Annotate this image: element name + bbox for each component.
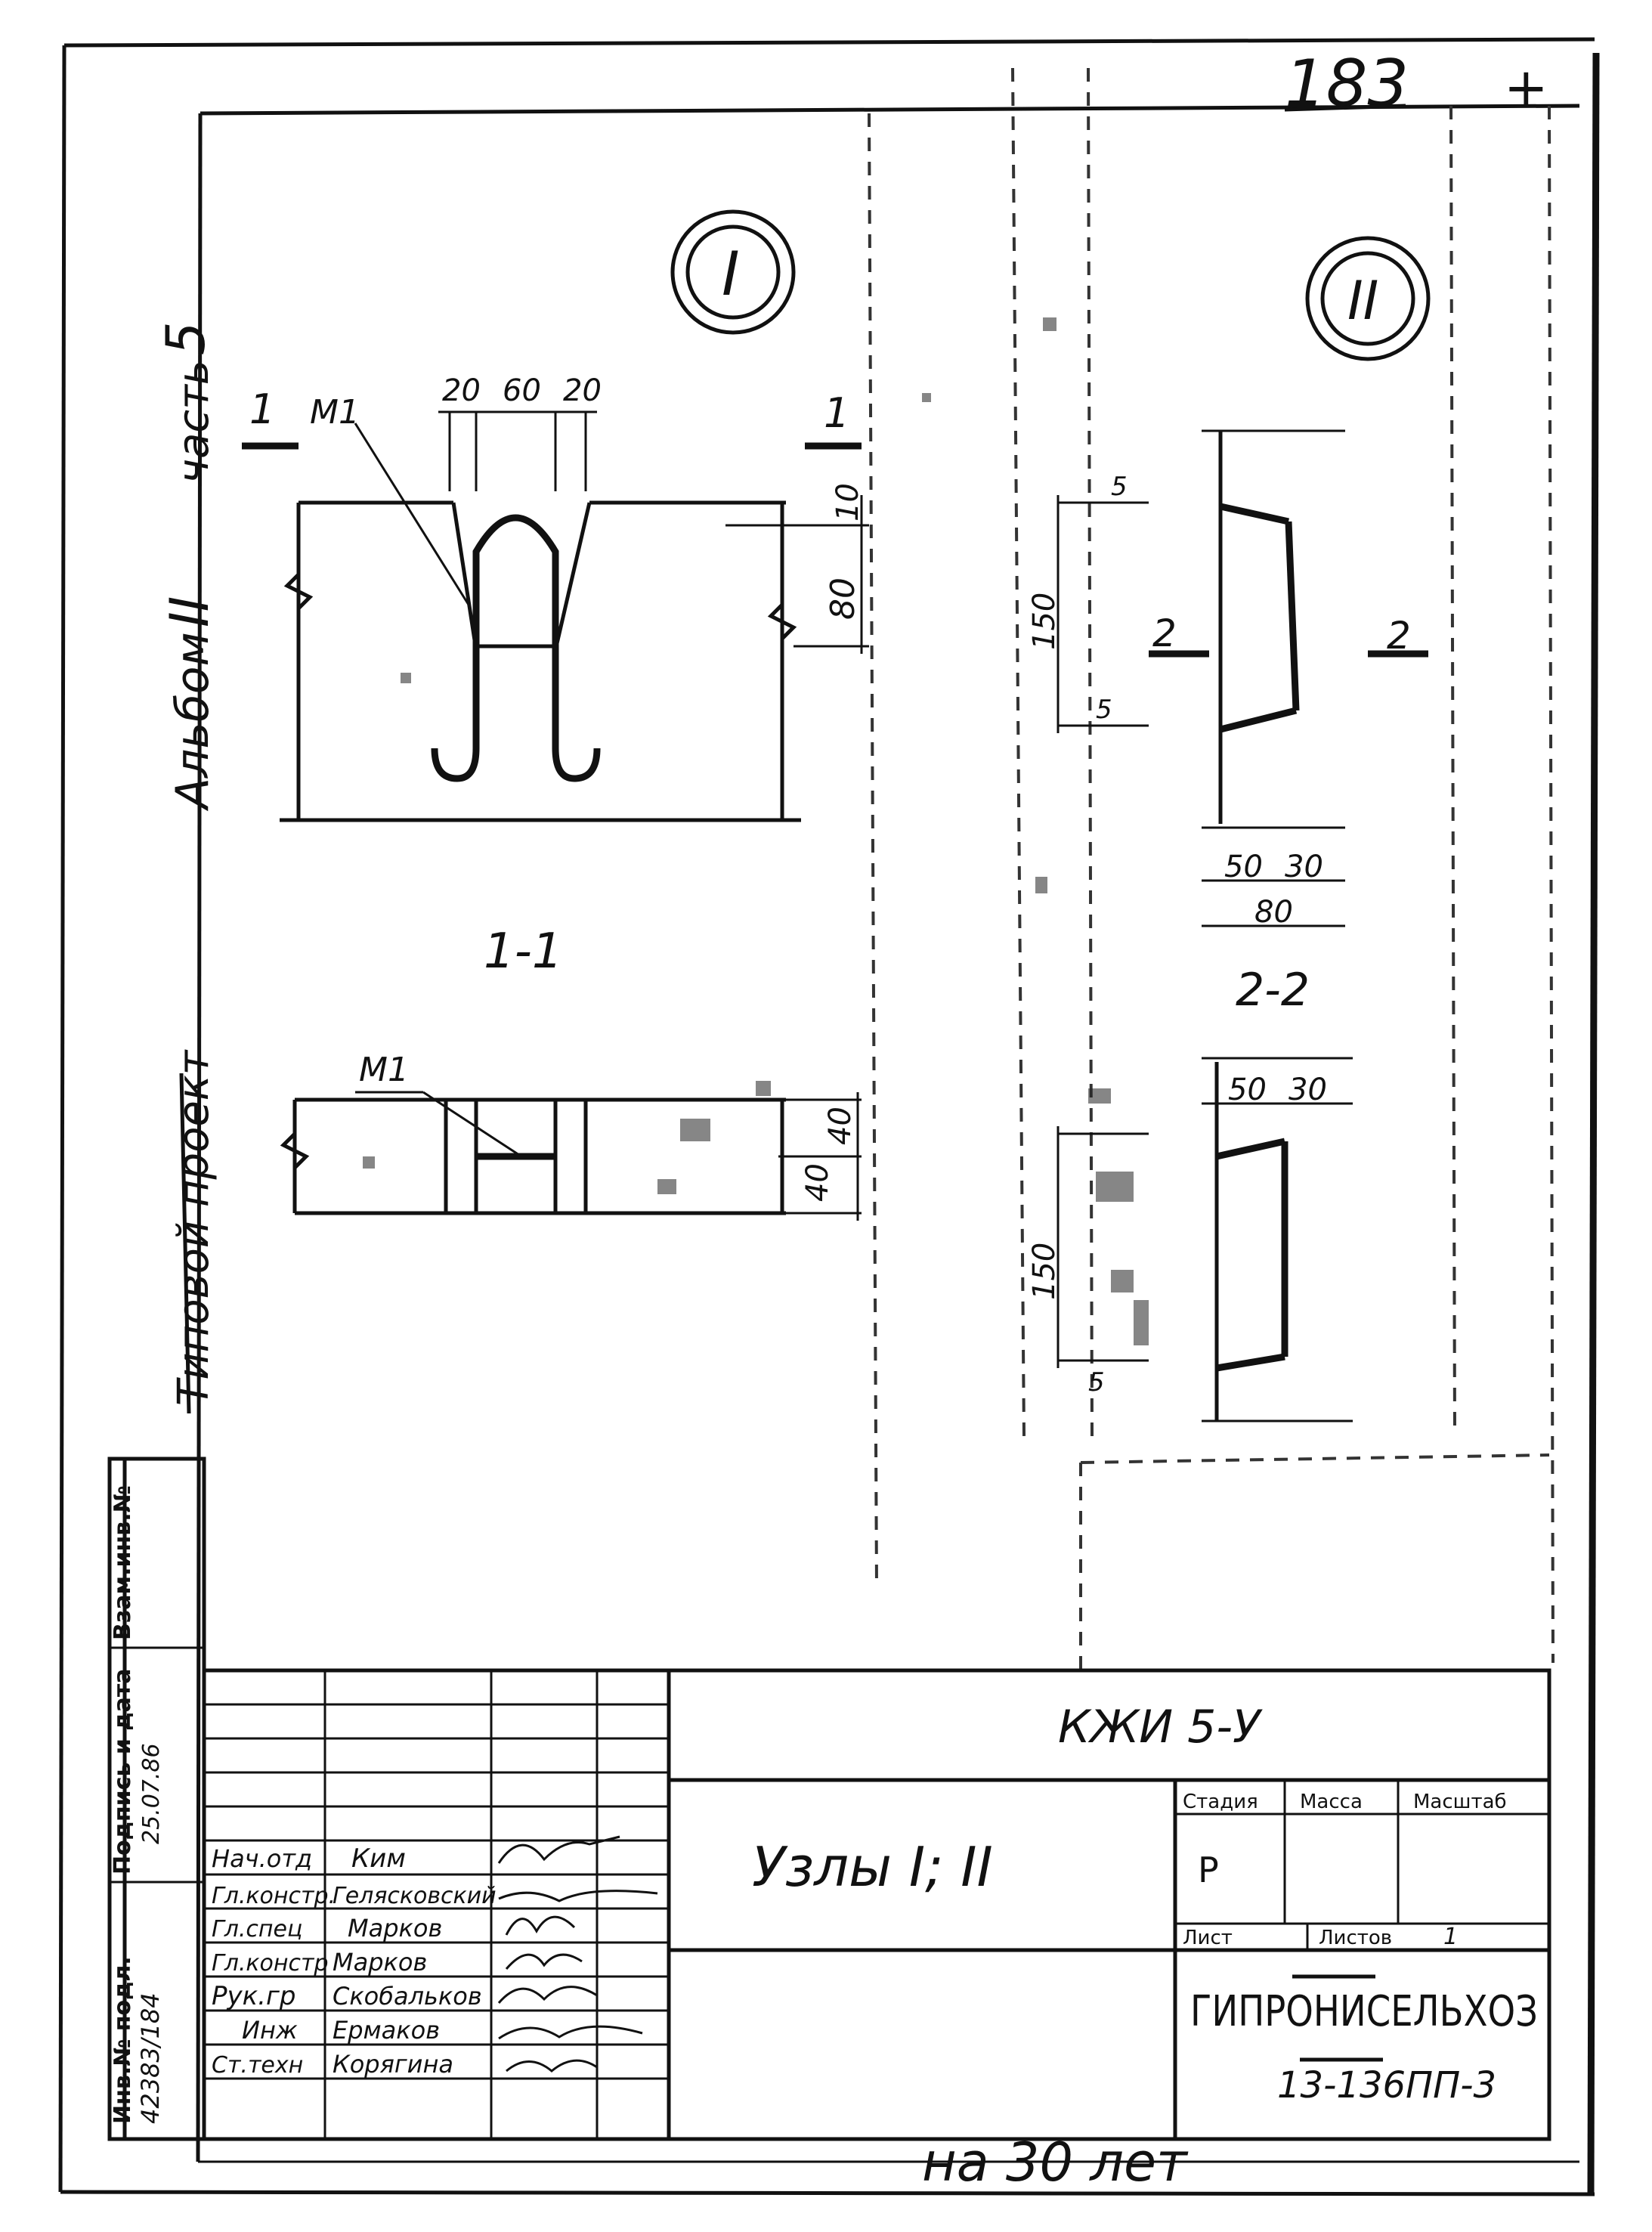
sheet-frame <box>58 37 1600 2196</box>
node-2-label: II <box>1347 270 1378 332</box>
name-4: Скобальков <box>333 1982 482 2011</box>
m1-bottom-label: M1 <box>359 1051 409 1089</box>
scale-header: Масштаб <box>1413 1791 1507 1813</box>
album-part-label: часть <box>169 360 218 484</box>
name-1: Гелясковский <box>333 1883 497 1909</box>
stage-value: Р <box>1198 1850 1219 1890</box>
section-2-2-label: 2-2 <box>1236 964 1310 1017</box>
album-number: II <box>159 596 221 627</box>
dim-top-60: 60 <box>503 373 541 408</box>
section-1-1: 1-1 M1 40 40 <box>280 924 862 1221</box>
corner-mark: + <box>1504 57 1548 119</box>
node-1-label: I <box>722 239 740 309</box>
node-1-elevation: 1 1 M1 20 60 20 10 80 <box>242 373 869 822</box>
section-1-1-label: 1-1 <box>484 924 563 980</box>
name-3: Марков <box>333 1948 427 1977</box>
dim-right-80: 80 <box>824 577 862 620</box>
dim-right-10: 10 <box>831 483 865 522</box>
stamp-inv-value: 42383/184 <box>136 1992 165 2124</box>
dim-plan-40-top: 40 <box>823 1107 858 1145</box>
dim-sec22-150: 150 <box>1027 1243 1062 1300</box>
role-2: Гл.спец <box>212 1916 302 1943</box>
album-part-no: 5 <box>155 321 217 355</box>
organization: ГИПРОНИСЕЛЬХОЗ <box>1190 1987 1538 2036</box>
role-4: Рук.гр <box>212 1981 295 2011</box>
bottom-note: на 30 лет <box>922 2131 1189 2193</box>
role-1: Гл.констр. <box>212 1883 336 1909</box>
dim-node2-50: 50 <box>1224 850 1263 884</box>
cut-1-right-label: 1 <box>824 389 849 437</box>
stamp-vzam-label: Взам.инв.№ <box>110 1485 136 1640</box>
role-3: Гл.констр <box>212 1950 329 1977</box>
album-series: Типовой проект <box>169 1049 218 1406</box>
dim-node2-5-top: 5 <box>1111 472 1128 502</box>
dim-sec22-30: 30 <box>1288 1073 1327 1107</box>
dim-sec22-50: 50 <box>1228 1073 1267 1107</box>
dim-node2-5-mid: 5 <box>1096 695 1112 725</box>
title-block: КЖИ 5-У Узлы I; II Стадия Масса Масштаб … <box>202 1668 1551 2141</box>
cut-1-left-label: 1 <box>249 385 275 433</box>
name-6: Корягина <box>333 2050 453 2079</box>
album-vertical-text: 5 часть II Альбом Типовой проект <box>155 321 221 1414</box>
album-label: Альбом <box>166 632 219 812</box>
stamp-inv-label: Инв.№ подл. <box>110 1956 136 2124</box>
dim-plan-40-bottom: 40 <box>800 1163 835 1202</box>
cut-2-left-label: 2 <box>1152 611 1177 655</box>
dim-node2-80: 80 <box>1254 895 1293 930</box>
sheets-label: Листов <box>1319 1927 1392 1949</box>
stamp-podpis-label: Подпись и дата <box>110 1669 136 1874</box>
dim-sec22-5: 5 <box>1088 1367 1105 1398</box>
m1-top-label: M1 <box>310 393 360 432</box>
role-5: Инж <box>242 2016 298 2045</box>
project-code: 13-136ПП-3 <box>1277 2064 1496 2107</box>
section-2-2: 2-2 50 30 150 5 <box>1027 964 1550 1670</box>
node-1-marker: I <box>670 209 796 335</box>
node-2-marker: II <box>1305 236 1431 361</box>
role-6: Ст.техн <box>212 2052 303 2079</box>
name-5: Ермаков <box>333 2016 440 2045</box>
sheets-value: 1 <box>1443 1924 1458 1950</box>
dim-node2-30: 30 <box>1285 850 1323 884</box>
dim-node2-150: 150 <box>1027 593 1062 650</box>
cut-2-right-label: 2 <box>1387 614 1411 658</box>
role-0: Нач.отд <box>212 1844 312 1873</box>
sheet-label: Лист <box>1183 1927 1233 1949</box>
dim-top-20-left: 20 <box>442 373 481 408</box>
dim-top-20-right: 20 <box>563 373 602 408</box>
stamp-podpis-value: 25.07.86 <box>138 1743 165 1844</box>
stamp-column: Взам.инв.№ Подпись и дата 25.07.86 Инв.№… <box>107 1457 206 2141</box>
drawing-title: Узлы I; II <box>752 1835 993 1899</box>
node-2-elevation: 150 5 5 2 2 50 30 80 <box>1027 429 1428 930</box>
doc-code: КЖИ 5-У <box>1058 1701 1263 1754</box>
name-2: Марков <box>348 1914 442 1943</box>
stage-header: Стадия <box>1183 1791 1258 1813</box>
name-0: Ким <box>351 1843 406 1874</box>
scan-noise <box>363 317 1149 1345</box>
signatures <box>497 1835 658 2073</box>
mass-header: Масса <box>1300 1791 1363 1813</box>
